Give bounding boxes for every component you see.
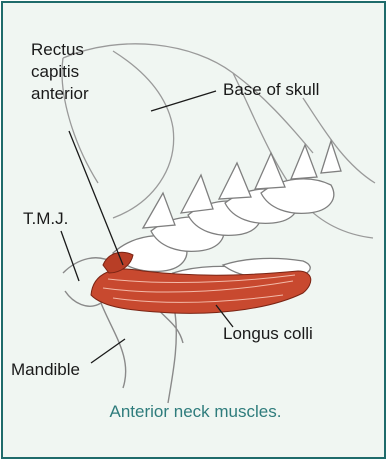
label-longus-colli: Longus colli <box>223 323 313 345</box>
label-tmj: T.M.J. <box>23 208 68 230</box>
figure-frame: Rectus capitis anterior Base of skull T.… <box>1 1 386 459</box>
leader-skull <box>151 91 216 111</box>
label-rectus-capitis-anterior: Rectus capitis anterior <box>31 39 89 105</box>
leader-mandible <box>91 339 125 363</box>
figure-caption: Anterior neck muscles. <box>3 402 388 422</box>
leader-tmj <box>61 231 79 281</box>
label-base-of-skull: Base of skull <box>223 79 319 101</box>
leader-rectus <box>69 131 123 265</box>
label-mandible: Mandible <box>11 359 80 381</box>
